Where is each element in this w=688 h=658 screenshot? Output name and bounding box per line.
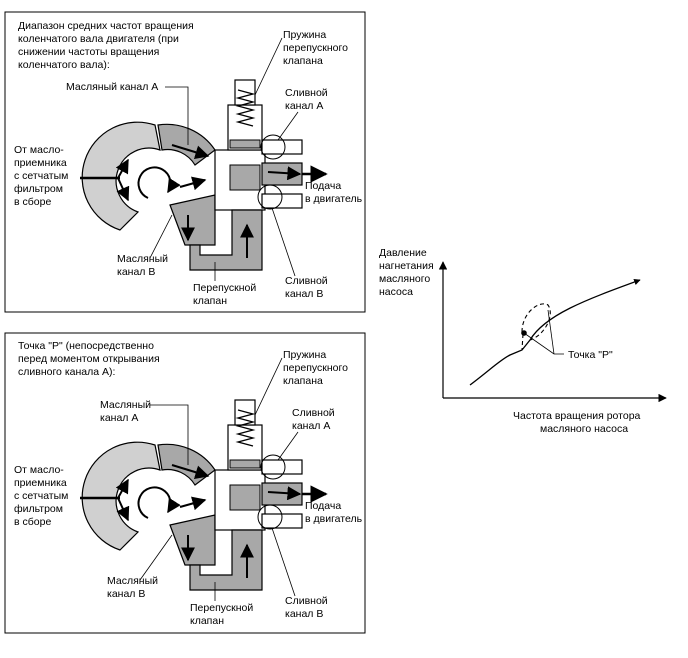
- leader-drain-b: [271, 527, 296, 597]
- graph-xlabel: Частота вращения ротора масляного насоса: [513, 410, 643, 435]
- leader-oil-a: [165, 86, 189, 145]
- label-drain-b: Сливной канал В: [285, 275, 331, 300]
- label-oil-channel-a: Масляный канал А: [100, 399, 154, 424]
- leader-point-p: [523, 332, 564, 355]
- label-supply: Подача в двигатель: [305, 500, 363, 525]
- panel-top-frame: [4, 11, 366, 313]
- leader-oil-a: [150, 404, 189, 465]
- label-oil-channel-b: Масляный канал В: [117, 253, 171, 278]
- leader-drain-b: [271, 207, 296, 277]
- label-bypass-valve: Перепускной клапан: [190, 602, 256, 627]
- label-source: От масло- приемника с сетчатым фильтром …: [14, 144, 71, 208]
- label-drain-a: Сливной канал А: [285, 87, 331, 112]
- panel-bottom-schematic: [80, 400, 326, 590]
- pressure-graph: Давление нагнетания масляного насоса Точ…: [379, 247, 667, 435]
- leader-point-p-2: [547, 309, 555, 355]
- pressure-curve: [469, 278, 641, 386]
- transition-loop: [521, 303, 551, 341]
- leader-drain-a: [277, 111, 299, 141]
- leader-spring: [254, 37, 283, 96]
- panel-top-title: Диапазон средних частот вращения коленча…: [18, 20, 197, 71]
- label-supply: Подача в двигатель: [305, 180, 363, 205]
- label-spring: Пружина перепускного клапана: [283, 349, 351, 387]
- transition-dash: [521, 333, 524, 351]
- panel-top: Диапазон средних частот вращения коленча…: [4, 11, 366, 313]
- panel-bottom-frame: [4, 332, 366, 634]
- label-oil-channel-b: Масляный канал В: [107, 575, 161, 600]
- graph-ylabel: Давление нагнетания масляного насоса: [379, 247, 437, 298]
- panel-bottom-title: Точка "Р" (непосредственно перед моменто…: [18, 340, 163, 378]
- label-spring: Пружина перепускного клапана: [283, 29, 351, 67]
- leader-drain-a: [277, 431, 299, 461]
- leader-oil-b: [149, 214, 173, 259]
- panel-bottom: Точка "Р" (непосредственно перед моменто…: [4, 332, 366, 634]
- label-drain-b: Сливной канал В: [285, 595, 331, 620]
- point-p-label: Точка "Р": [568, 349, 613, 361]
- label-oil-channel-a: Масляный канал А: [66, 81, 158, 93]
- label-source: От масло- приемника с сетчатым фильтром …: [14, 464, 71, 528]
- leader-oil-b: [139, 534, 173, 581]
- leader-spring: [254, 357, 283, 416]
- label-bypass-valve: Перепускной клапан: [193, 282, 259, 307]
- label-drain-a: Сливной канал А: [292, 407, 338, 432]
